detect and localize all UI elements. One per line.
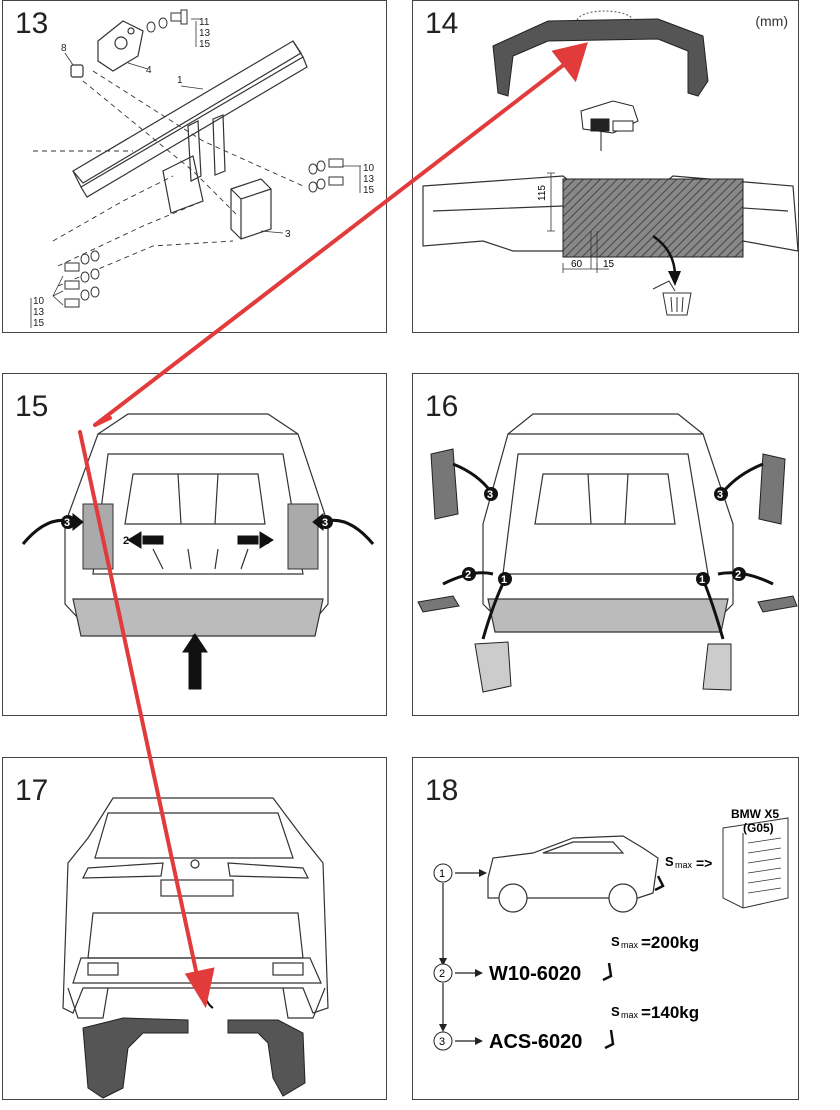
step-number: 14 xyxy=(425,7,459,40)
bushing-part8 xyxy=(70,64,84,78)
cutout-hatched-area xyxy=(562,178,744,258)
refer-arrow: => xyxy=(696,855,712,871)
towbar-model-w10: W10-6020 xyxy=(489,963,581,985)
callout-13a: 13 xyxy=(199,28,211,39)
removed-panel-right-top xyxy=(758,453,786,525)
callout-13c: 13 xyxy=(33,307,45,318)
step-number: 17 xyxy=(15,774,49,807)
panel-18-towbar-selection: 18 BMW X5 (G05) 1 S max => xyxy=(412,757,799,1100)
step2-marker: 2 xyxy=(439,968,445,980)
panel-14-bumper-cutout: 14 (mm) 1 xyxy=(412,0,799,333)
carrier-right xyxy=(227,1019,306,1097)
top-bracket-part4 xyxy=(97,20,144,72)
panel-15-trunk-removal: 15 3 xyxy=(2,373,387,716)
step-number: 15 xyxy=(15,390,49,423)
dim-offset: 15 xyxy=(603,259,615,270)
marker-2-right: 2 xyxy=(263,535,269,547)
removed-clip-right xyxy=(757,595,798,613)
removed-corner-right xyxy=(702,643,732,691)
removed-clip-left xyxy=(417,595,460,613)
trunk-rear-view-diagram: 3 3 2 2 1 xyxy=(21,413,375,690)
callout-11: 11 xyxy=(199,17,210,28)
marker-1-right: 1 xyxy=(699,574,705,586)
mount-block-part3 xyxy=(230,178,272,240)
rear-window xyxy=(94,812,294,859)
step-number: 13 xyxy=(15,7,49,40)
marker-2-right: 2 xyxy=(735,569,741,581)
smax-sub-1: max xyxy=(675,860,693,870)
removed-corner-left xyxy=(474,641,512,693)
callout-10c: 10 xyxy=(33,296,45,307)
step3-marker: 3 xyxy=(439,1036,445,1048)
carrier-left xyxy=(82,1017,189,1099)
car-rear-reassembly-diagram xyxy=(62,797,329,1099)
cut-area-highlight xyxy=(576,10,634,32)
marker-3-left: 3 xyxy=(487,489,493,501)
marker-3-right: 3 xyxy=(322,517,328,529)
unit-label: (mm) xyxy=(755,13,788,29)
marker-3-left: 3 xyxy=(64,517,70,529)
panel-16-trim-removal: 16 3 3 2 2 1 xyxy=(412,373,799,716)
bracket-plate xyxy=(187,120,202,182)
exploded-bracket-diagram: 1 4 8 3 11 13 15 10 13 15 10 13 15 xyxy=(30,9,375,329)
marker-3-right: 3 xyxy=(717,489,723,501)
max-load-acs: =140kg xyxy=(641,1003,699,1022)
smax-symbol-3: S xyxy=(611,1004,620,1019)
towbar-selection-flow: BMW X5 (G05) 1 S max => 2 W10-6020 S max… xyxy=(433,807,789,1053)
crossbar-beam xyxy=(72,40,302,184)
marker-1: 1 xyxy=(191,633,197,645)
callout-10b: 10 xyxy=(363,163,375,174)
insert-arrow xyxy=(200,982,214,1009)
callout-1: 1 xyxy=(177,75,183,86)
waste-bin-icon xyxy=(652,280,692,316)
step-number: 18 xyxy=(425,774,459,807)
panel-17-reassembly: 17 xyxy=(2,757,387,1100)
smax-sub-3: max xyxy=(621,1010,639,1020)
side-trim-right xyxy=(287,503,319,570)
max-load-w10: =200kg xyxy=(641,933,699,952)
smax-symbol-2: S xyxy=(611,934,620,949)
callout-15c: 15 xyxy=(33,318,45,329)
jigsaw-tool xyxy=(580,100,639,151)
callout-8: 8 xyxy=(61,43,67,54)
marker-2-left: 2 xyxy=(465,569,471,581)
callout-15b: 15 xyxy=(363,185,375,196)
step1-marker: 1 xyxy=(439,868,445,880)
bumper-cutout-diagram: 115 60 15 xyxy=(422,10,798,316)
callout-15a: 15 xyxy=(199,39,211,50)
car-body-outline xyxy=(62,797,329,1014)
trim-panels-removed-diagram: 3 3 2 2 1 1 xyxy=(417,413,798,693)
suv-side-outline xyxy=(487,835,659,913)
vehicle-manual-icon xyxy=(722,817,789,909)
removed-panel-left-top xyxy=(430,448,459,520)
dim-height: 115 xyxy=(537,185,548,201)
towbar-model-acs: ACS-6020 xyxy=(489,1031,582,1053)
manual-title: BMW X5 xyxy=(731,807,779,821)
callout-13b: 13 xyxy=(363,174,375,185)
dim-width: 60 xyxy=(571,259,583,270)
manual-subtitle: (G05) xyxy=(743,821,774,835)
license-plate xyxy=(160,879,234,897)
panel-13-bracket-exploded-view: 13 xyxy=(2,0,387,333)
callout-4: 4 xyxy=(146,65,152,76)
smax-symbol-1: S xyxy=(665,854,674,869)
marker-1-left: 1 xyxy=(501,574,507,586)
marker-2-left: 2 xyxy=(123,535,129,547)
side-trim-left xyxy=(82,503,114,570)
smax-sub-2: max xyxy=(621,940,639,950)
callout-3: 3 xyxy=(285,229,291,240)
